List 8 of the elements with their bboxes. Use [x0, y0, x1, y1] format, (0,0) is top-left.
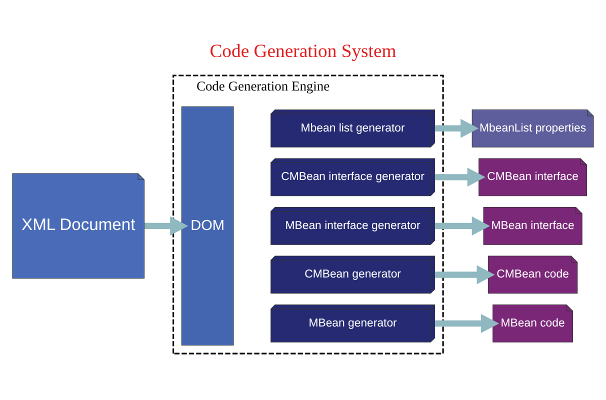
arrow [144, 216, 188, 236]
arrow [435, 265, 495, 284]
arrow [435, 314, 500, 333]
diagram-title: Code Generation System [210, 41, 396, 62]
arrow [435, 118, 479, 138]
arrow [435, 168, 486, 187]
arrow [435, 216, 490, 236]
node-box: DOM [181, 106, 234, 346]
